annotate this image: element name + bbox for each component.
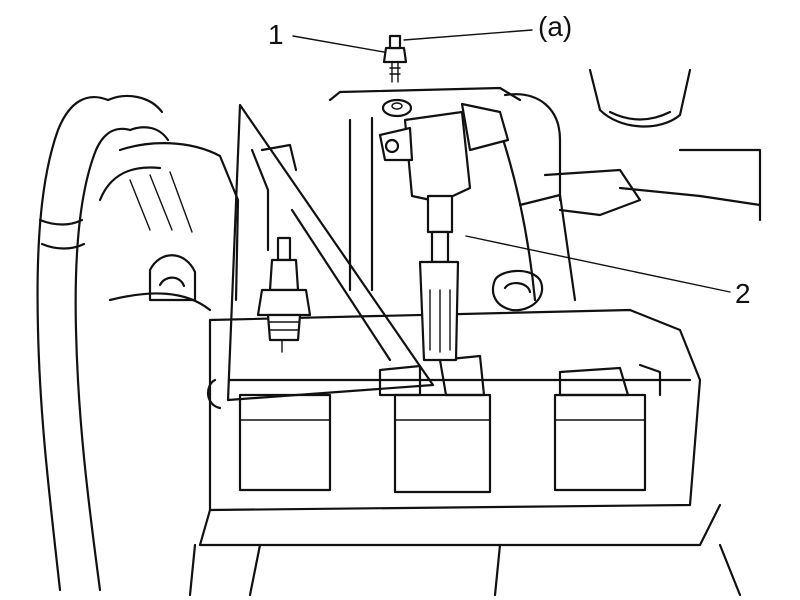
upper-engine-parts <box>328 68 762 302</box>
intake-body <box>98 142 240 312</box>
coolant-hose <box>36 94 170 592</box>
cutaway-triangle <box>226 103 435 402</box>
leader-lines <box>292 29 731 293</box>
callout-label-2: 2 <box>735 278 751 309</box>
washer <box>381 98 413 118</box>
ignition-coil <box>378 102 510 362</box>
cylinder-head-cover <box>188 269 742 597</box>
spark-plug-illustration <box>256 236 312 353</box>
callout-label-a: (a) <box>538 11 572 42</box>
callout-label-1: 1 <box>268 19 284 50</box>
coil-bolt <box>382 34 408 83</box>
